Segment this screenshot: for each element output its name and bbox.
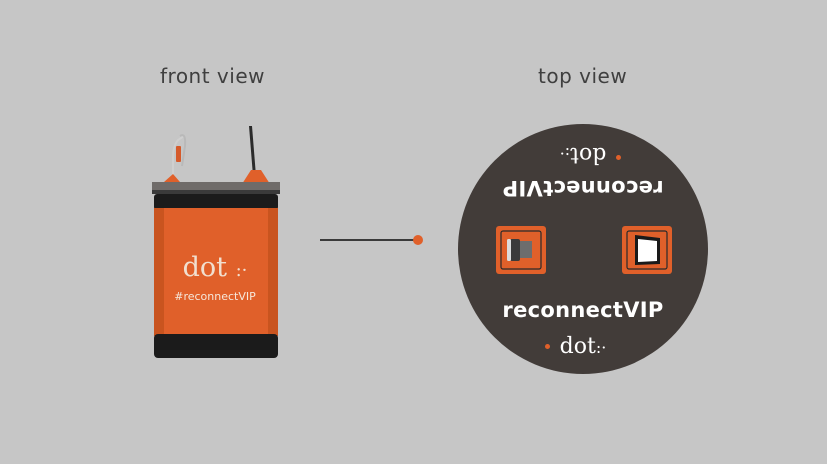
disc-accent-dot-bottom [545,344,550,349]
front-view-caption: front view [160,64,265,88]
connector-line [320,235,423,245]
disc-brand: reconnectVIP [502,298,664,322]
tablet-slot [622,226,672,274]
disc-dot-logo-inverted: dot:· [559,142,607,167]
disc-dot-logo: dot:· [559,334,607,359]
tablet-icon [626,230,668,270]
kiosk-illustration [152,126,280,358]
disc-brand-inverted: reconnectVIP [502,176,664,200]
kiosk-top-view-disc: dot:· reconnectVIP reconnectVIP dot:· [458,124,708,374]
card-reader-slot [496,226,546,274]
connector-dot [413,235,423,245]
kiosk-dot-logo: dot :· [182,252,248,283]
kiosk-hashtag: #reconnectVIP [174,290,256,303]
card-reader-icon [500,230,542,270]
disc-accent-dot-top [616,155,621,160]
kiosk-front-view: dot :· #reconnectVIP [140,118,300,368]
top-view-caption: top view [538,64,628,88]
